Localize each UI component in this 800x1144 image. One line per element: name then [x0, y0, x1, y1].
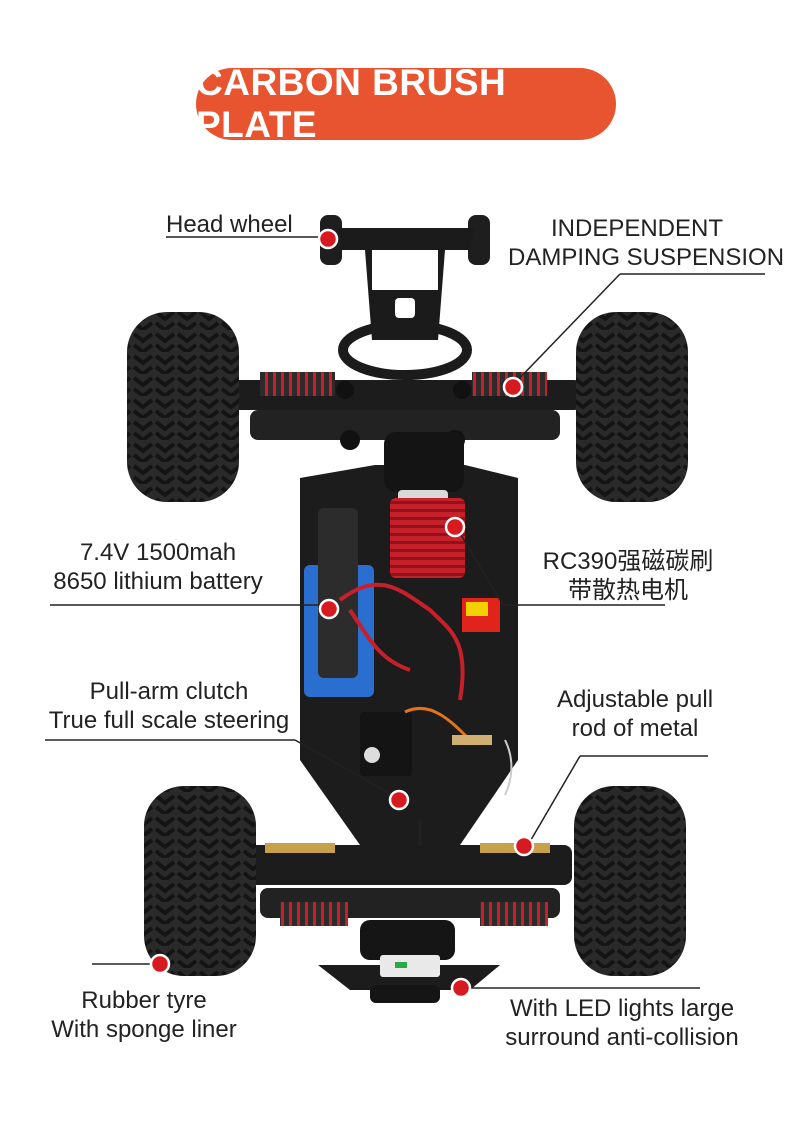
marker-pull-rod: [513, 835, 535, 857]
label-clutch: Pull-arm clutch True full scale steering: [48, 678, 290, 734]
front-left-tyre: [127, 312, 239, 502]
rear-right-tyre: [574, 786, 686, 976]
label-tyre: Rubber tyre With sponge liner: [51, 987, 237, 1043]
marker-tyre: [149, 953, 171, 975]
battery-strap: [318, 508, 358, 678]
marker-motor: [444, 516, 466, 538]
rear-left-tyre: [144, 786, 256, 976]
marker-led: [450, 977, 472, 999]
label-motor: RC390强磁碳刷 带散热电机: [542, 548, 714, 604]
front-axle: [232, 372, 582, 450]
front-frame: [320, 215, 490, 380]
marker-clutch: [388, 789, 410, 811]
title-banner: CARBON BRUSH PLATE: [196, 62, 616, 145]
marker-suspension: [502, 376, 524, 398]
label-pull-rod: Adjustable pull rod of metal: [556, 686, 714, 742]
marker-battery: [318, 598, 340, 620]
marker-head-wheel: [317, 228, 339, 250]
front-right-tyre: [576, 312, 688, 502]
label-battery: 7.4V 1500mah 8650 lithium battery: [53, 539, 263, 595]
chassis: [300, 432, 518, 870]
label-led: With LED lights large surround anti-coll…: [505, 995, 739, 1051]
rear-axle: [242, 843, 572, 960]
motor-heatsink: [390, 498, 465, 578]
title-text: CARBON BRUSH PLATE: [196, 62, 507, 145]
label-suspension: INDEPENDENT DAMPING SUSPENSION: [508, 215, 785, 271]
label-head-wheel: Head wheel: [166, 211, 293, 238]
